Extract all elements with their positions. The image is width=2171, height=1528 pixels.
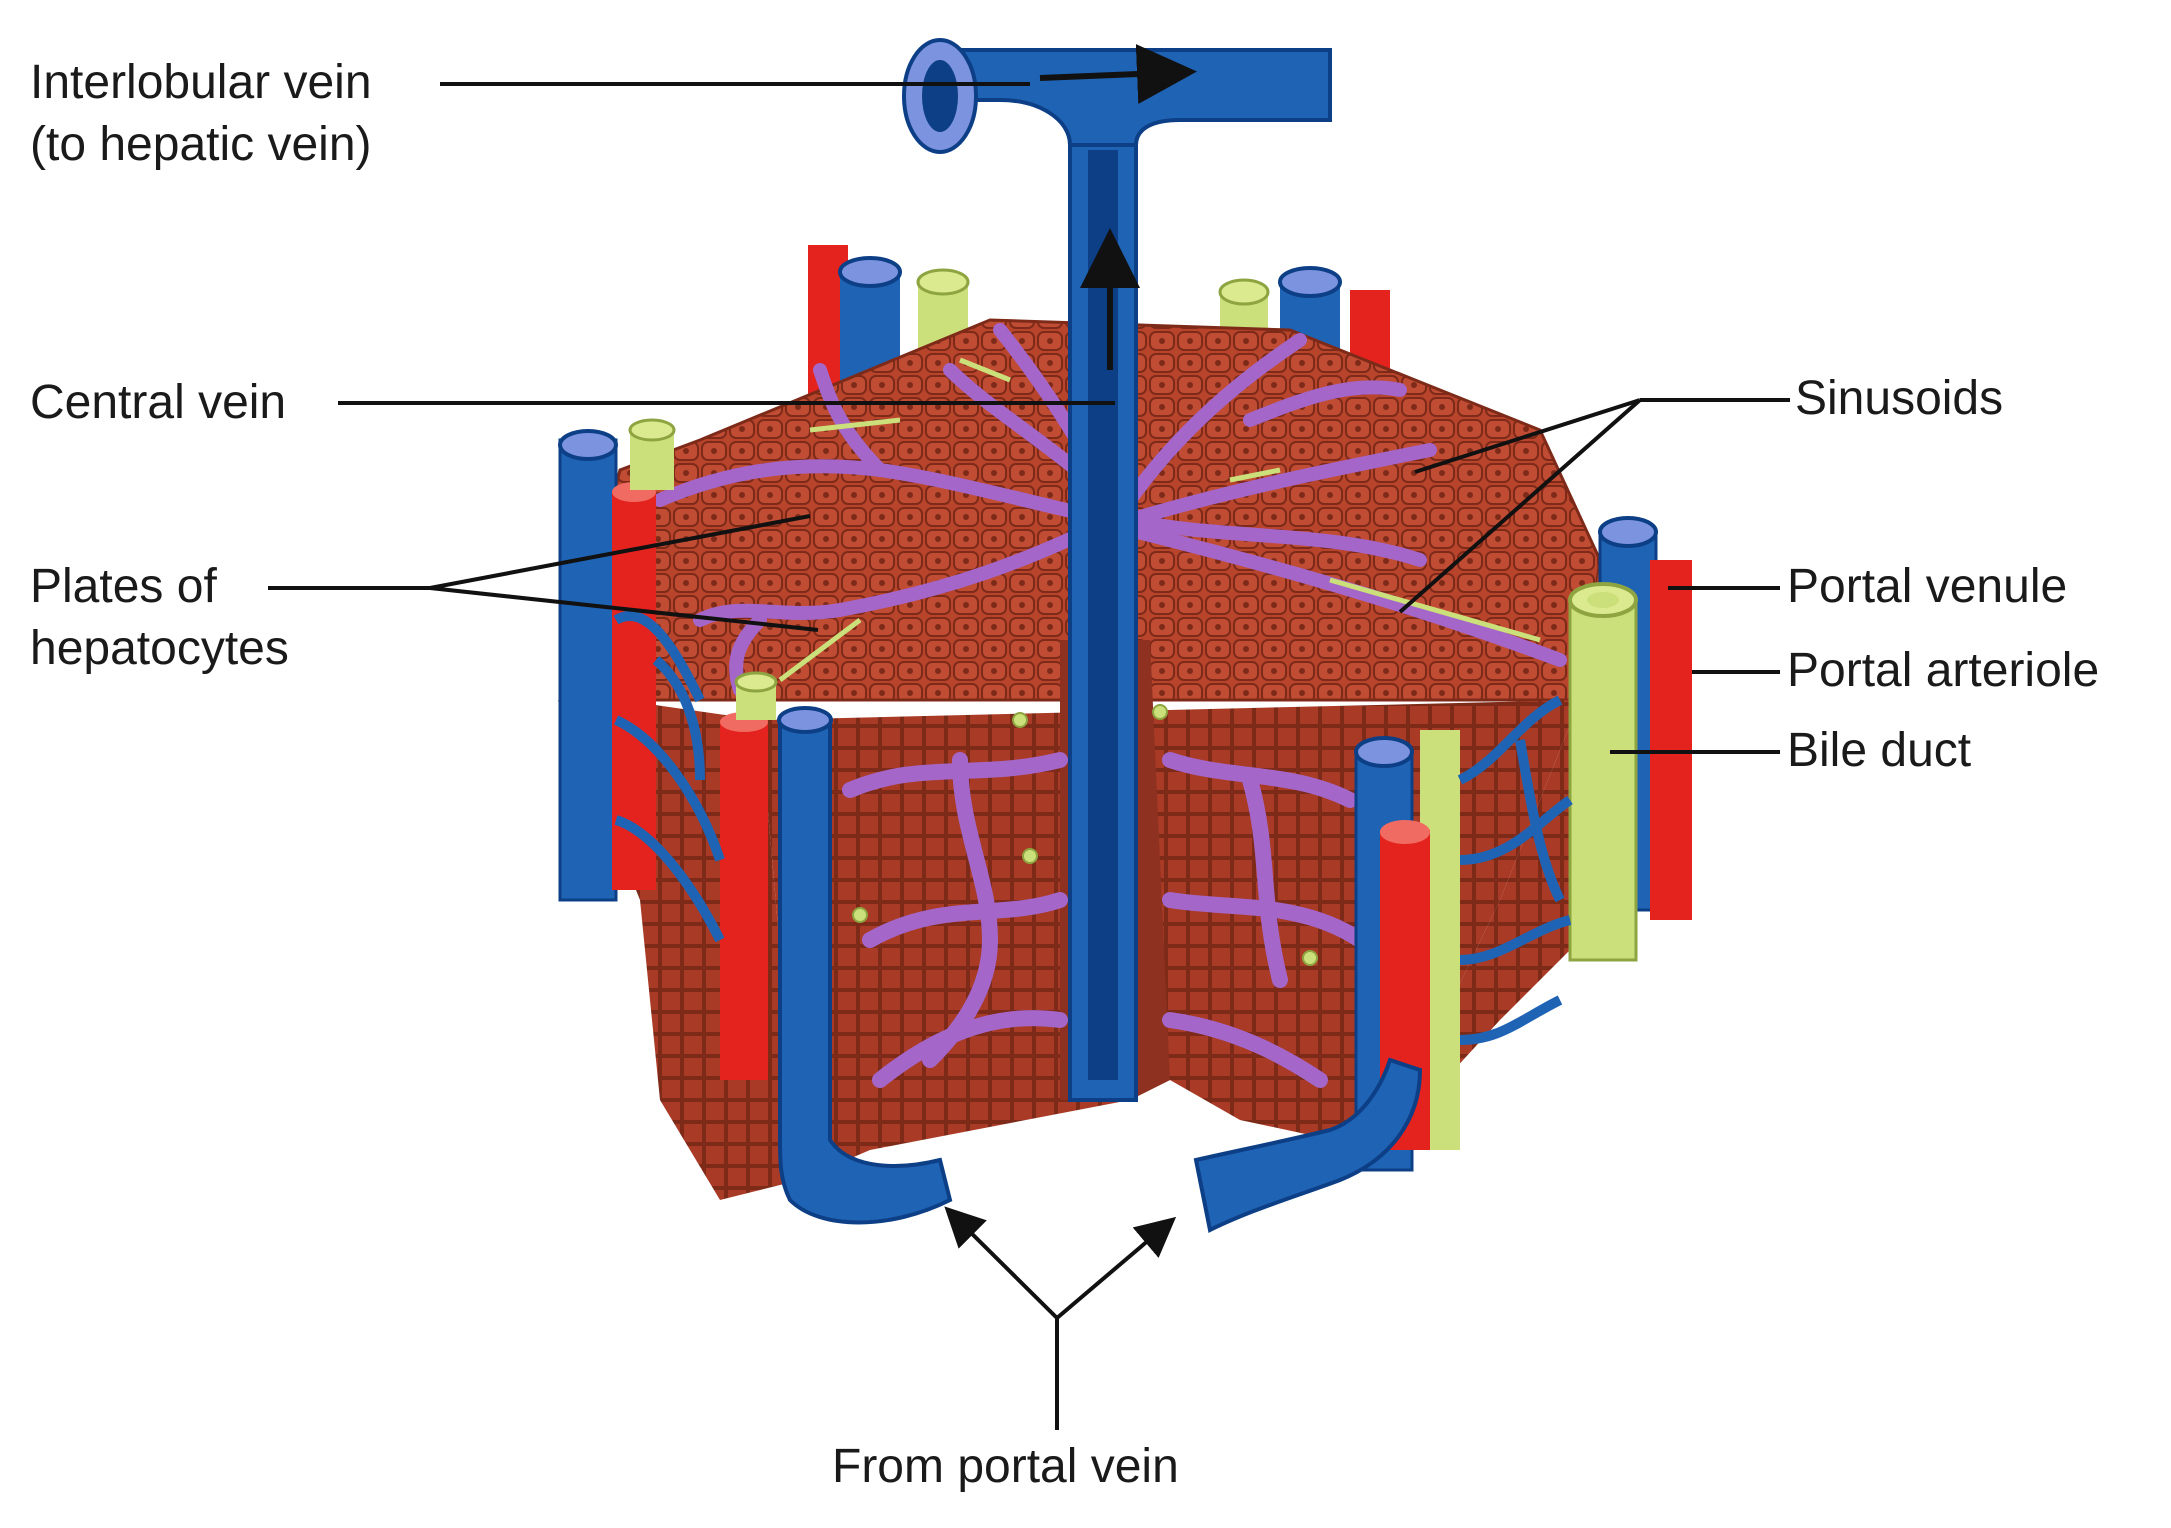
label-interlobular-vein-line1: Interlobular vein <box>30 56 372 109</box>
left-portal-vein-shape <box>778 718 953 1225</box>
leader-sinusoids-a <box>1414 398 1641 474</box>
left-portal-vein-end <box>777 706 833 734</box>
label-interlobular-vein-line2: (to hepatic vein) <box>30 118 372 171</box>
label-bile-duct: Bile duct <box>1787 724 1972 777</box>
label-plates-line1: Plates of <box>30 560 217 613</box>
label-portal-venule: Portal venule <box>1787 560 2068 613</box>
leader-portal-left <box>944 1206 1059 1320</box>
right-portal-triad <box>1568 516 1692 962</box>
left-vein-branches <box>613 611 725 943</box>
bile-ductules-top <box>778 357 1541 682</box>
leader-plates-a <box>429 514 811 590</box>
right-portal-vein-shape <box>1193 1057 1423 1233</box>
leader-plates-b <box>429 586 819 632</box>
label-from-portal-vein: From portal vein <box>832 1440 1179 1493</box>
label-portal-arteriole: Portal arteriole <box>1787 644 2100 697</box>
label-plates-line2: hepatocytes <box>30 622 289 675</box>
label-sinusoids: Sinusoids <box>1795 372 2004 425</box>
label-central-vein: Central vein <box>30 376 287 429</box>
central-vein-shape <box>902 38 1332 1102</box>
flow-arrow-interlobular <box>1039 44 1197 104</box>
leader-sinusoids-b <box>1398 398 1642 614</box>
ductule-dots <box>852 704 1318 966</box>
sinusoids-front <box>842 752 1368 1088</box>
leader-portal-right <box>1055 1216 1177 1320</box>
leader-lines <box>268 82 1790 1430</box>
right-vein-branches <box>1457 695 1573 1045</box>
